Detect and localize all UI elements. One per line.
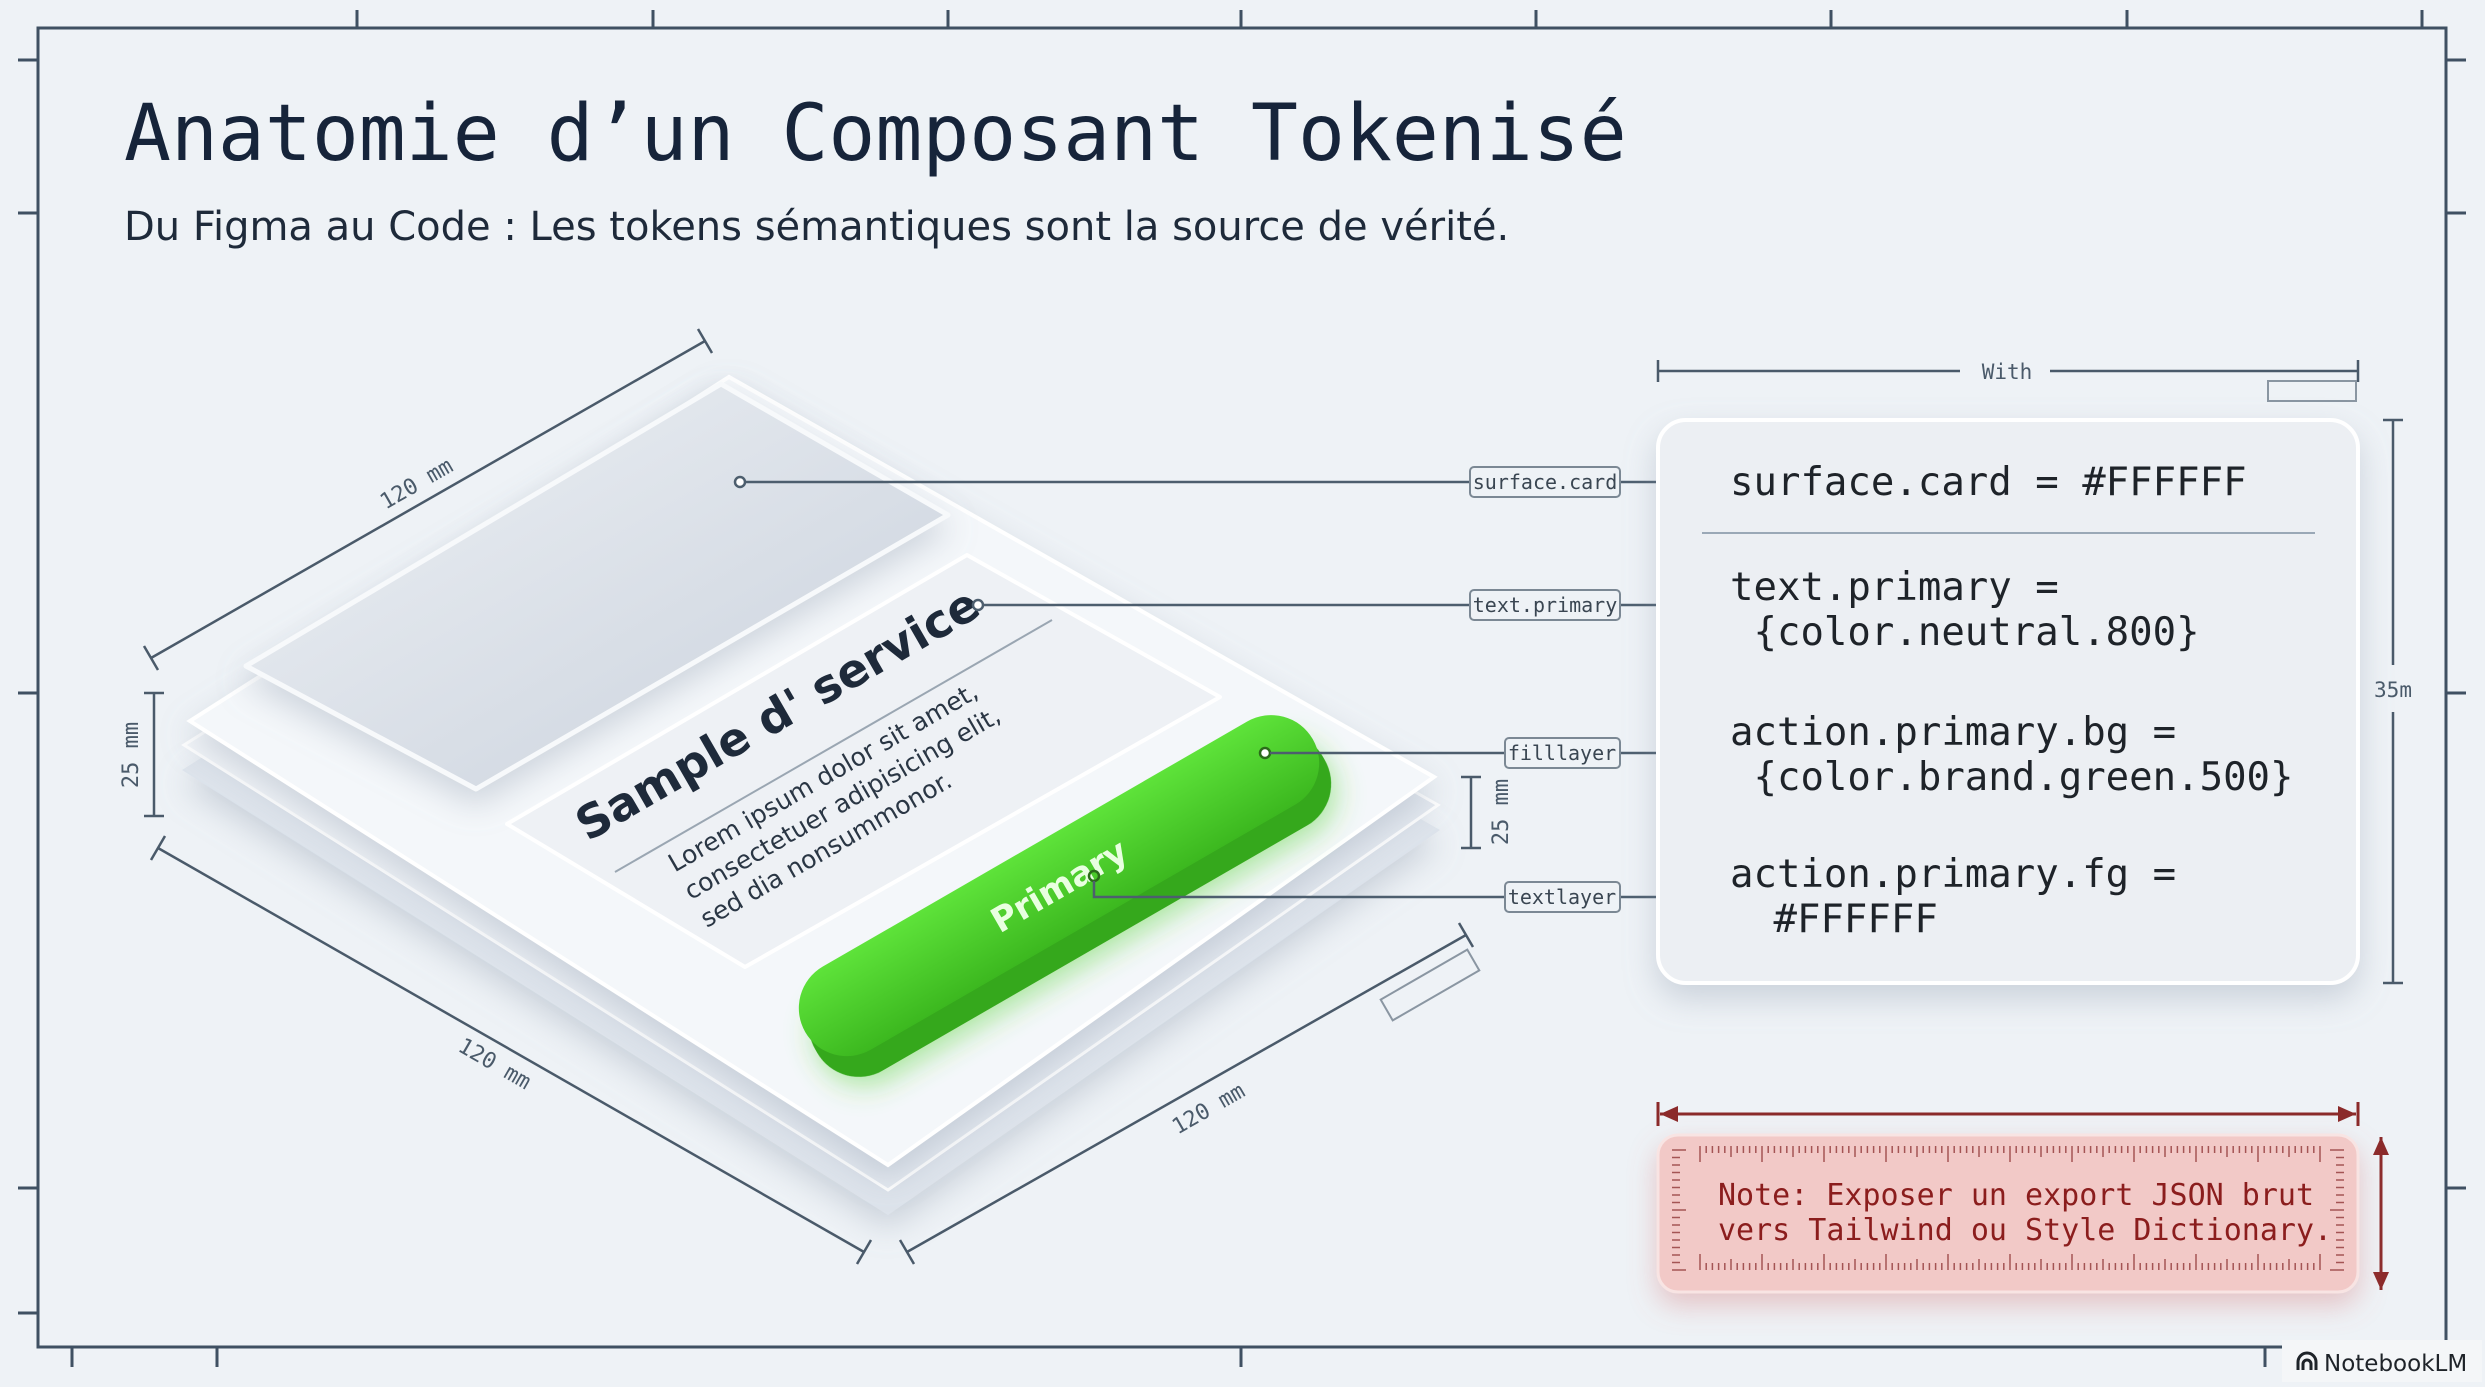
svg-text:textlayer: textlayer (1508, 885, 1616, 909)
page-title: Anatomie d’un Composant Tokenisé (124, 89, 1627, 179)
notebooklm-badge: NotebookLM (2282, 1340, 2482, 1382)
svg-text:With: With (1982, 360, 2033, 384)
dim-button-height: 25 mm (1489, 779, 1514, 845)
dim-left-height: 25 mm (119, 722, 144, 788)
panel-height-dimension: 35m (2374, 418, 2412, 985)
notebooklm-label: NotebookLM (2324, 1351, 2467, 1377)
callout-label-textlayer: textlayer (1504, 881, 1621, 913)
note-line-1: Note: Exposer un export JSON brut (1718, 1178, 2314, 1213)
dim-bottom-right: 120 mm (1168, 1079, 1249, 1140)
text-card (505, 553, 1222, 969)
ruler-ticks (1672, 1146, 2344, 1271)
callout-label-text-primary: text.primary (1469, 589, 1621, 621)
isometric-component: Sample d' service Lorem ipsum dolor sit … (181, 374, 1441, 1215)
panel-width-dimension: With (1656, 360, 2360, 402)
page-subtitle: Du Figma au Code : Les tokens sémantique… (124, 204, 1509, 250)
svg-text:text.primary: text.primary (1473, 593, 1618, 617)
token-action-fg-value: #FFFFFF (1750, 897, 1938, 942)
token-surface-card: surface.card = #FFFFFF (1730, 460, 2247, 505)
callout-label-filllayer: filllayer (1504, 737, 1621, 769)
svg-text:filllayer: filllayer (1508, 741, 1616, 765)
note-dimensions (1656, 1102, 2389, 1290)
note-line-2: vers Tailwind ou Style Dictionary. (1718, 1213, 2332, 1248)
token-text-primary: text.primary = (1730, 565, 2059, 610)
token-action-bg-value: {color.brand.green.500} (1730, 755, 2294, 800)
dim-bottom-left: 120 mm (454, 1034, 535, 1095)
token-action-bg: action.primary.bg = (1730, 710, 2176, 755)
token-text-primary-value: {color.neutral.800} (1730, 610, 2200, 655)
svg-text:surface.card: surface.card (1473, 470, 1618, 494)
notebooklm-logo-icon (2296, 1351, 2318, 1370)
surface-card (243, 381, 951, 792)
token-panel: surface.card = #FFFFFF text.primary = {c… (1656, 418, 2360, 985)
blueprint-frame (18, 10, 2466, 1367)
token-action-fg: action.primary.fg = (1730, 852, 2176, 897)
tiny-tag (1379, 948, 1481, 1022)
note-box: Note: Exposer un export JSON brut vers T… (1656, 1133, 2360, 1294)
svg-text:35m: 35m (2374, 678, 2412, 702)
callout-label-surface-card: surface.card (1469, 466, 1621, 498)
